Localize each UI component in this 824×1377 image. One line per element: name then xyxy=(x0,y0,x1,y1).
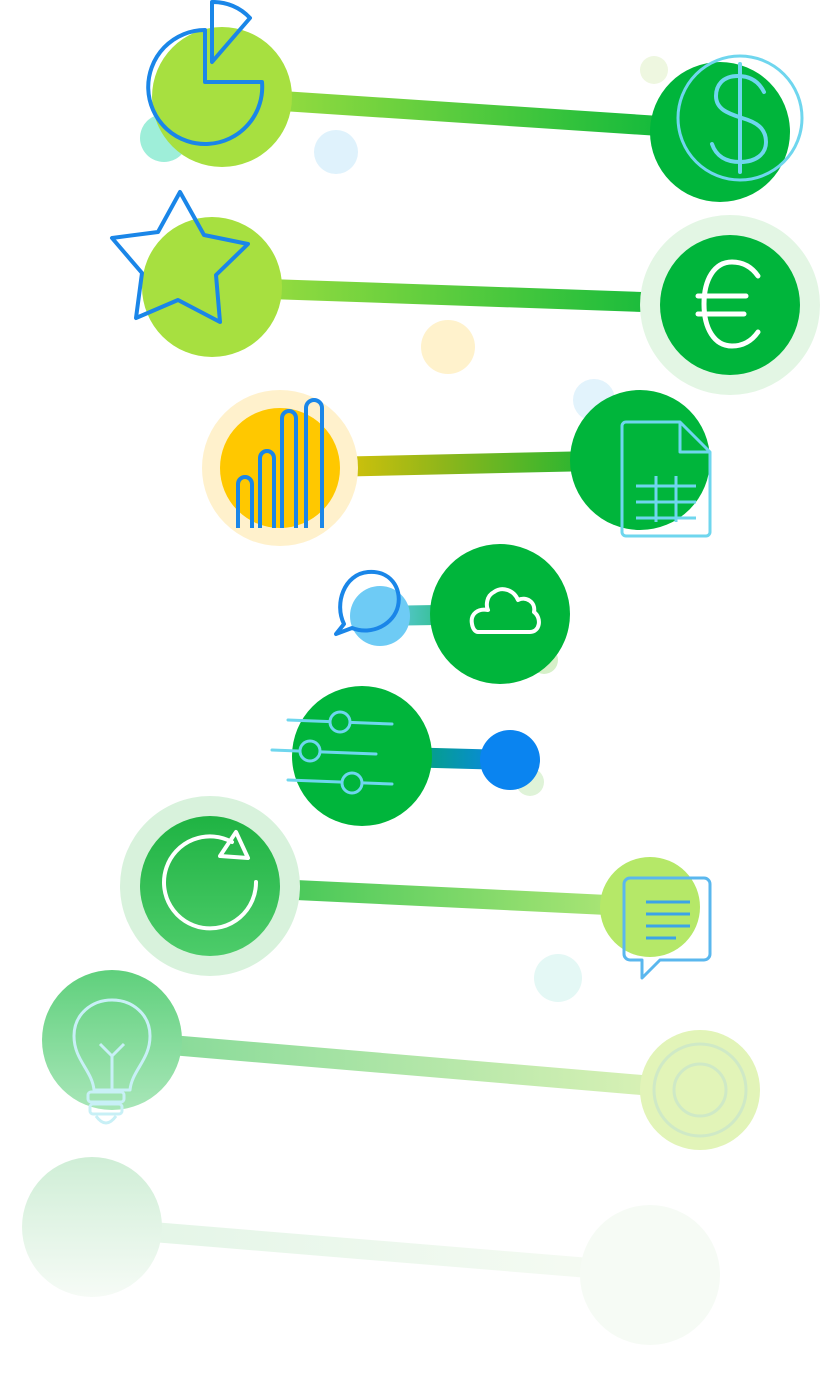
refresh-icon xyxy=(120,796,300,976)
bar-chart-icon xyxy=(202,390,358,546)
cloud-icon xyxy=(430,544,570,684)
document-comment-icon xyxy=(600,857,712,980)
faded-node-right xyxy=(580,1205,720,1345)
spreadsheet-icon xyxy=(570,390,712,538)
chat-bubble-icon xyxy=(334,569,410,646)
star-icon xyxy=(110,190,282,357)
dollar-icon xyxy=(650,54,804,202)
lightbulb-icon xyxy=(42,970,182,1125)
target-icon xyxy=(640,1030,760,1150)
sliders-icon xyxy=(270,686,432,826)
euro-icon xyxy=(640,215,820,395)
faded-node-left xyxy=(22,1157,162,1297)
pie-chart-icon xyxy=(146,0,292,167)
blue-dot xyxy=(480,730,540,790)
